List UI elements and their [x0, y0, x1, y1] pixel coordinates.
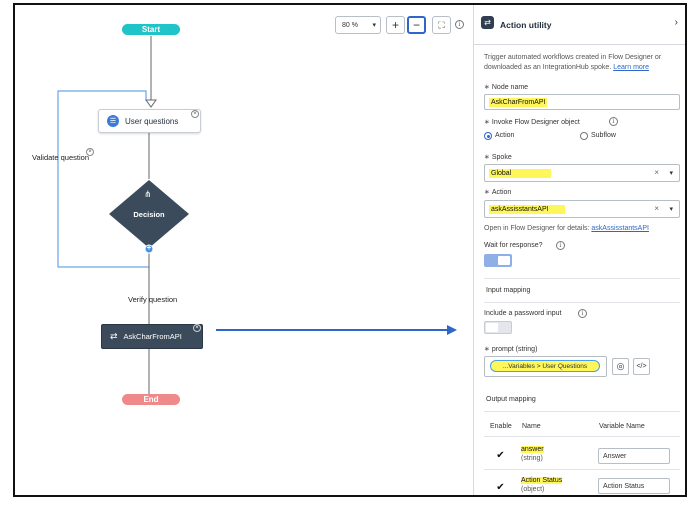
- column-header-name: Name: [522, 423, 541, 430]
- app-frame: 80 % ▾ + − ⛶ i Start ☰ User questions × …: [13, 3, 687, 497]
- invoke-label: ∗Invoke Flow Designer object: [484, 119, 580, 126]
- user-questions-label: User questions: [125, 116, 179, 126]
- node-name-value: AskCharFromAPI: [489, 97, 548, 107]
- spoke-select[interactable]: Global × ▾: [484, 164, 680, 182]
- action-node-label: AskCharFromAPI: [123, 332, 182, 341]
- required-icon: ∗: [484, 154, 490, 161]
- zoom-out-button[interactable]: −: [407, 16, 426, 34]
- node-name-label: ∗Node name: [484, 84, 529, 91]
- decision-label: Decision: [133, 210, 165, 219]
- clear-icon[interactable]: ×: [654, 204, 659, 213]
- output-type: (object): [521, 486, 545, 493]
- start-node[interactable]: Start: [122, 24, 180, 35]
- wait-toggle[interactable]: [484, 254, 512, 267]
- toggle-knob: [498, 256, 510, 265]
- output-name-cell: answer (string): [521, 445, 544, 463]
- required-icon: ∗: [484, 119, 490, 126]
- divider: [484, 278, 680, 279]
- action-value: askAssisstantsAPI: [489, 204, 565, 214]
- password-label: Include a password input: [484, 310, 562, 317]
- enable-checkbox[interactable]: ✔: [496, 450, 505, 461]
- prompt-label: ∗prompt (string): [484, 346, 538, 353]
- open-in-link[interactable]: askAssisstantsAPI: [591, 225, 649, 232]
- output-type: (string): [521, 455, 543, 462]
- password-toggle[interactable]: [484, 321, 512, 334]
- target-icon: ◎: [616, 361, 625, 371]
- askcharfromapi-node[interactable]: ⇄ AskCharFromAPI: [101, 324, 203, 349]
- verify-question-label: Verify question: [128, 295, 178, 304]
- action-utility-panel: ⇄ Action utility › Trigger automated wor…: [473, 5, 685, 495]
- divider: [484, 302, 680, 303]
- panel-header: ⇄ Action utility ›: [474, 5, 685, 45]
- description-text: Trigger automated workflows created in F…: [484, 54, 662, 71]
- user-questions-node[interactable]: ☰ User questions: [98, 109, 201, 133]
- clear-icon[interactable]: ×: [654, 168, 659, 177]
- pointer-arrow-head: [447, 325, 457, 335]
- required-icon: ∗: [484, 84, 490, 91]
- toggle-knob: [486, 323, 498, 332]
- zoom-value: 80 %: [342, 21, 358, 29]
- chevron-down-icon: ▾: [372, 22, 376, 29]
- column-header-variable: Variable Name: [599, 423, 645, 430]
- divider: [484, 469, 680, 470]
- info-icon[interactable]: i: [455, 20, 464, 29]
- fit-screen-button[interactable]: ⛶: [432, 16, 451, 34]
- column-header-enable: Enable: [490, 423, 512, 430]
- learn-more-link[interactable]: Learn more: [613, 64, 650, 71]
- variable-name-input[interactable]: Answer: [598, 448, 670, 464]
- info-icon[interactable]: i: [578, 309, 587, 318]
- spoke-label: ∗Spoke: [484, 154, 512, 161]
- info-icon[interactable]: i: [609, 117, 618, 126]
- variable-name-input[interactable]: Action Status: [598, 478, 670, 494]
- close-icon[interactable]: ×: [86, 148, 94, 156]
- enable-checkbox[interactable]: ✔: [496, 482, 505, 493]
- add-branch-dot[interactable]: [144, 244, 154, 254]
- close-icon[interactable]: ×: [191, 110, 199, 118]
- action-utility-icon: ⇄: [481, 16, 494, 29]
- node-name-field[interactable]: AskCharFromAPI: [484, 94, 680, 110]
- end-node[interactable]: End: [122, 394, 180, 405]
- flow-canvas[interactable]: 80 % ▾ + − ⛶ i Start ☰ User questions × …: [15, 5, 473, 495]
- divider: [484, 436, 680, 437]
- close-icon[interactable]: ×: [193, 324, 201, 332]
- open-in-text: Open in Flow Designer for details:: [484, 225, 590, 232]
- output-name: answer: [521, 446, 544, 453]
- action-select[interactable]: askAssisstantsAPI × ▾: [484, 200, 680, 218]
- action-radio-label: Action: [495, 132, 515, 139]
- action-radio[interactable]: [484, 132, 492, 140]
- arrow-head: [145, 99, 157, 108]
- subflow-radio[interactable]: [580, 132, 588, 140]
- decision-diamond[interactable]: [109, 180, 189, 248]
- action-utility-icon: ⇄: [110, 331, 118, 341]
- chevron-right-icon[interactable]: ›: [674, 17, 678, 28]
- divider: [484, 411, 680, 412]
- output-name-cell: Action Status (object): [521, 476, 563, 494]
- zoom-in-button[interactable]: +: [386, 16, 405, 34]
- open-in-flow-designer: Open in Flow Designer for details: askAs…: [484, 224, 649, 234]
- zoom-select[interactable]: 80 % ▾: [335, 16, 381, 34]
- wait-label: Wait for response?: [484, 242, 543, 249]
- required-icon: ∗: [484, 346, 490, 353]
- chevron-down-icon[interactable]: ▾: [669, 206, 673, 213]
- panel-description: Trigger automated workflows created in F…: [484, 53, 680, 73]
- spoke-value: Global: [489, 168, 552, 178]
- list-icon: ☰: [107, 115, 119, 127]
- prompt-data-pill[interactable]: ...Variables > User Questions: [490, 360, 600, 372]
- required-icon: ∗: [484, 189, 490, 196]
- branch-icon: ⋔: [144, 189, 152, 199]
- action-label: ∗Action: [484, 189, 512, 196]
- info-icon[interactable]: i: [556, 241, 565, 250]
- flow-connectors: [57, 36, 457, 394]
- output-mapping-label: Output mapping: [486, 396, 536, 403]
- output-name: Action Status: [521, 477, 563, 484]
- code-button[interactable]: </>: [633, 358, 650, 375]
- add-icon: +: [146, 243, 152, 252]
- subflow-radio-label: Subflow: [591, 132, 616, 139]
- validate-question-label: Validate question: [32, 153, 89, 162]
- input-mapping-label: Input mapping: [486, 287, 531, 294]
- chevron-down-icon[interactable]: ▾: [669, 170, 673, 177]
- data-picker-button[interactable]: ◎: [612, 358, 629, 375]
- panel-title: Action utility: [500, 20, 552, 30]
